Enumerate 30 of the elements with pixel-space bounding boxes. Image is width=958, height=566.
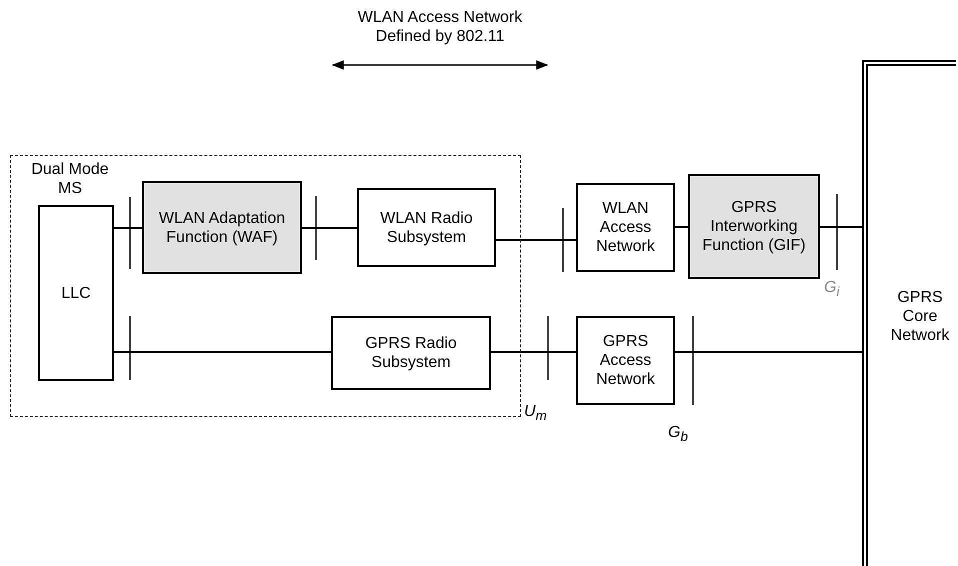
connector-line — [114, 351, 331, 353]
interface-label: G$_{b}$ — [668, 423, 689, 446]
function-box — [688, 174, 820, 279]
process-box — [576, 183, 675, 272]
dashed-group-box — [10, 155, 521, 417]
connector-line — [820, 226, 862, 228]
function-box — [142, 181, 302, 274]
network-block — [862, 60, 956, 566]
box-label: WLAN Adaptation Function (WAF) — [158, 208, 286, 246]
box-label: GPRS Interworking Function (GIF) — [701, 198, 807, 255]
connector-line — [675, 226, 688, 228]
process-box — [38, 205, 114, 381]
process-box — [357, 188, 496, 267]
interface-label: U$_{m}$ — [524, 402, 548, 426]
box-label: Dual Mode MS — [30, 160, 110, 198]
connector-line — [302, 227, 357, 229]
connector-line — [496, 239, 576, 241]
process-box — [576, 316, 675, 405]
box-label: GPRS Access Network — [595, 332, 656, 389]
box-label: GPRS Radio Subsystem — [364, 334, 458, 372]
connector-line — [491, 351, 576, 353]
span-label: WLAN Access Network Defined by 802.11 — [356, 8, 524, 46]
process-box — [331, 316, 491, 390]
box-label: WLAN Radio Subsystem — [379, 208, 474, 246]
box-label: LLC — [61, 284, 91, 302]
box-label: GPRS Core Network — [890, 288, 950, 344]
interface-label: G$_{i}$ — [824, 278, 841, 302]
connector-line — [675, 351, 862, 353]
connector-line — [114, 227, 142, 229]
box-label: WLAN Access Network — [595, 199, 656, 256]
